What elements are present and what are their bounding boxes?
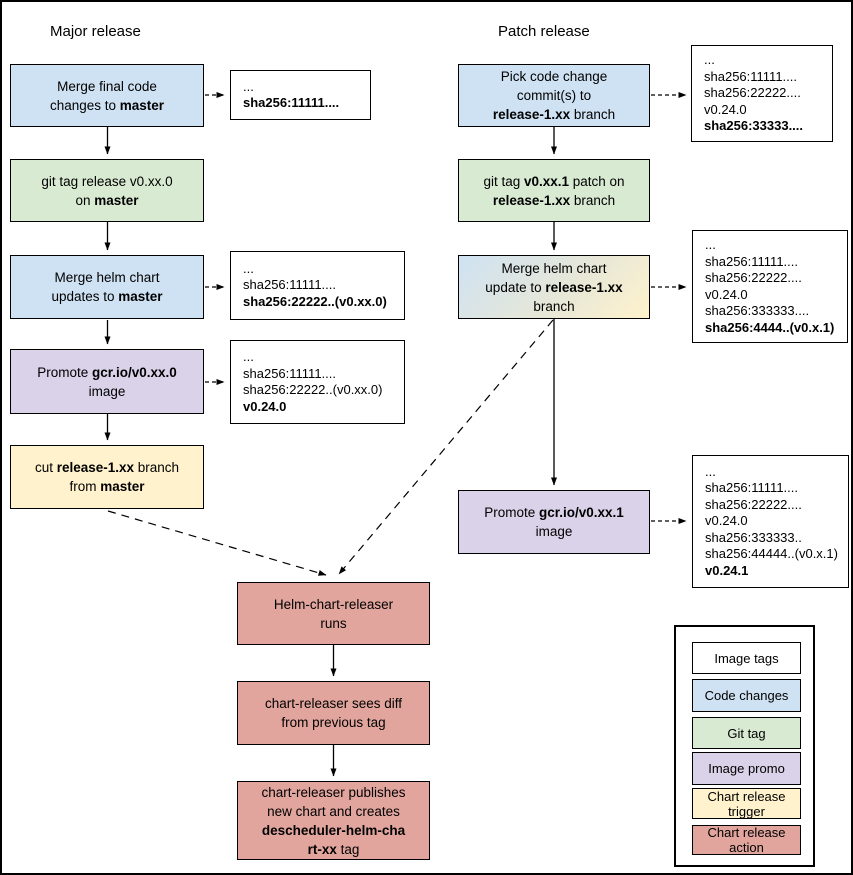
legend-item-git-tag: Git tag (692, 717, 801, 749)
legend-item-code-changes: Code changes (692, 679, 801, 712)
major-release-title: Major release (50, 23, 141, 40)
legend-item-image-promo: Image promo (692, 752, 801, 785)
image-tags-patch-1: ...sha256:11111....sha256:22222....v0.24… (691, 45, 833, 142)
image-tags-patch-3: ...sha256:11111....sha256:22222....v0.24… (692, 455, 849, 588)
patch-release-title: Patch release (498, 23, 590, 40)
legend-item-image-tags: Image tags (692, 642, 801, 674)
image-tags-major-3: ...sha256:11111....sha256:22222..(v0.xx.… (230, 340, 405, 424)
image-tags-major-1: ...sha256:11111.... (230, 70, 371, 120)
legend: Image tags Code changes Git tag Image pr… (674, 625, 815, 867)
image-tags-patch-2: ...sha256:11111....sha256:22222....v0.24… (692, 230, 848, 343)
image-tags-major-2: ...sha256:11111....sha256:22222..(v0.xx.… (230, 251, 405, 320)
